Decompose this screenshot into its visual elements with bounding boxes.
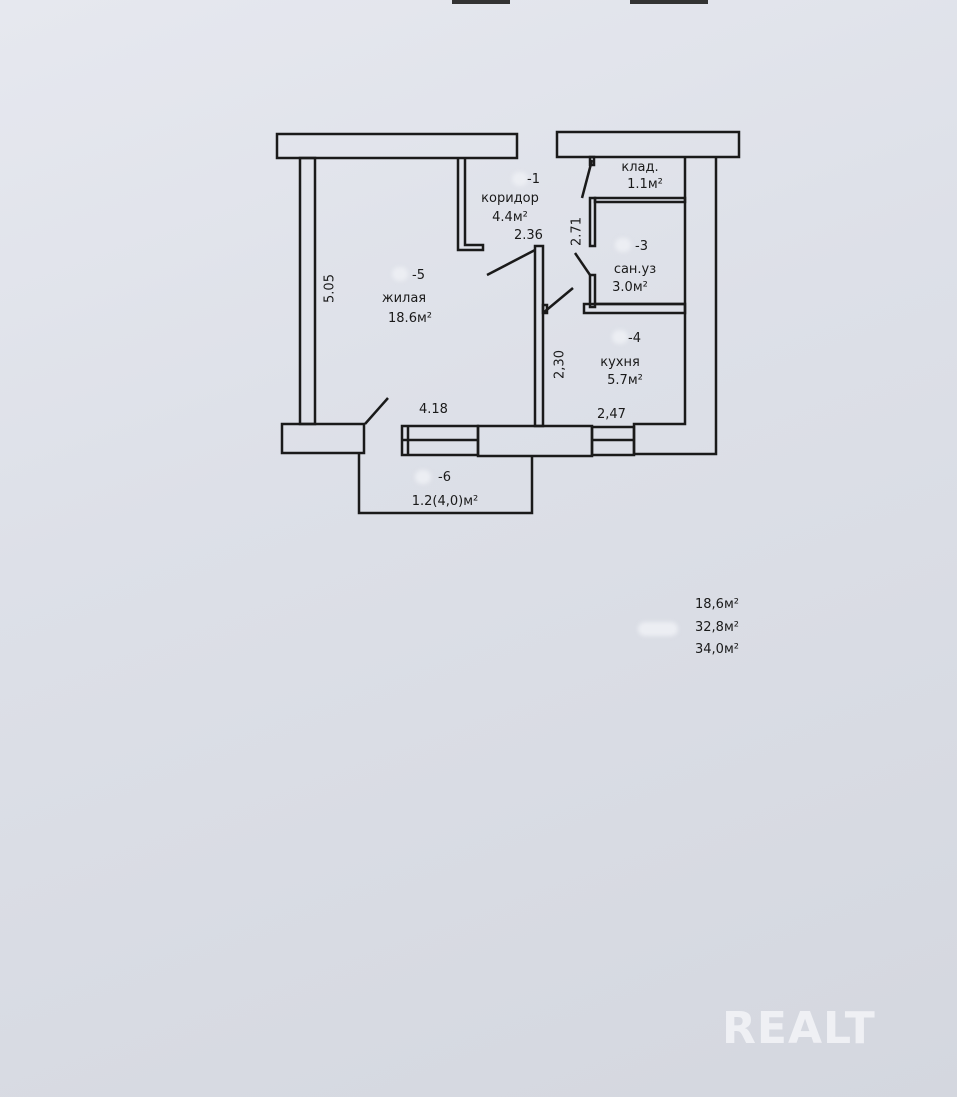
dim-kitchen-width: 2,47 xyxy=(597,407,626,422)
dim-left-height: 5.05 xyxy=(322,274,338,303)
partition-wall xyxy=(533,244,545,428)
room-6-number: -6 xyxy=(438,470,451,485)
room-1-name: коридор xyxy=(481,191,539,206)
room-4-name: кухня xyxy=(600,355,640,370)
room-3-number: -3 xyxy=(635,239,648,254)
realt-watermark: REALT xyxy=(722,1003,876,1054)
wall-corridor xyxy=(456,158,485,252)
room-6-area: 1.2(4,0)м² xyxy=(411,494,479,509)
room-4-number: -4 xyxy=(628,331,641,346)
dim-storage: 2.71 xyxy=(569,217,585,246)
wall-top-left xyxy=(275,132,519,160)
room-3-name: сан.уз xyxy=(613,262,657,277)
storage-area: 1.1м² xyxy=(627,177,663,192)
room-3-area: 3.0м² xyxy=(612,280,648,295)
total-living: 18,6м² xyxy=(695,597,739,612)
wall-storage xyxy=(588,196,597,248)
storage-name: клад. xyxy=(621,160,659,175)
room-1-number: -1 xyxy=(527,172,540,187)
balcony-outline xyxy=(357,453,534,515)
total-with-balcony: 34,0м² xyxy=(695,642,739,657)
room-1-area: 4.4м² xyxy=(492,210,528,225)
total-area: 32,8м² xyxy=(695,620,739,635)
wall-bathroom xyxy=(582,302,687,315)
wall-right xyxy=(632,157,718,456)
room-5-area: 18.6м² xyxy=(388,311,432,326)
room-4-area: 5.7м² xyxy=(607,373,643,388)
dim-corridor: 2.36 xyxy=(514,228,543,243)
wall-bottom-middle xyxy=(476,424,594,458)
dim-kitchen-height: 2,30 xyxy=(552,350,568,379)
wall-bottom-left xyxy=(280,422,366,455)
room-5-name: жилая xyxy=(381,291,427,306)
header-underline xyxy=(452,0,510,4)
dim-living-width: 4.18 xyxy=(419,402,448,417)
room-5-number: -5 xyxy=(412,268,425,283)
wall-top-right xyxy=(555,130,741,159)
wall-left xyxy=(298,156,317,426)
header-underline xyxy=(630,0,708,4)
